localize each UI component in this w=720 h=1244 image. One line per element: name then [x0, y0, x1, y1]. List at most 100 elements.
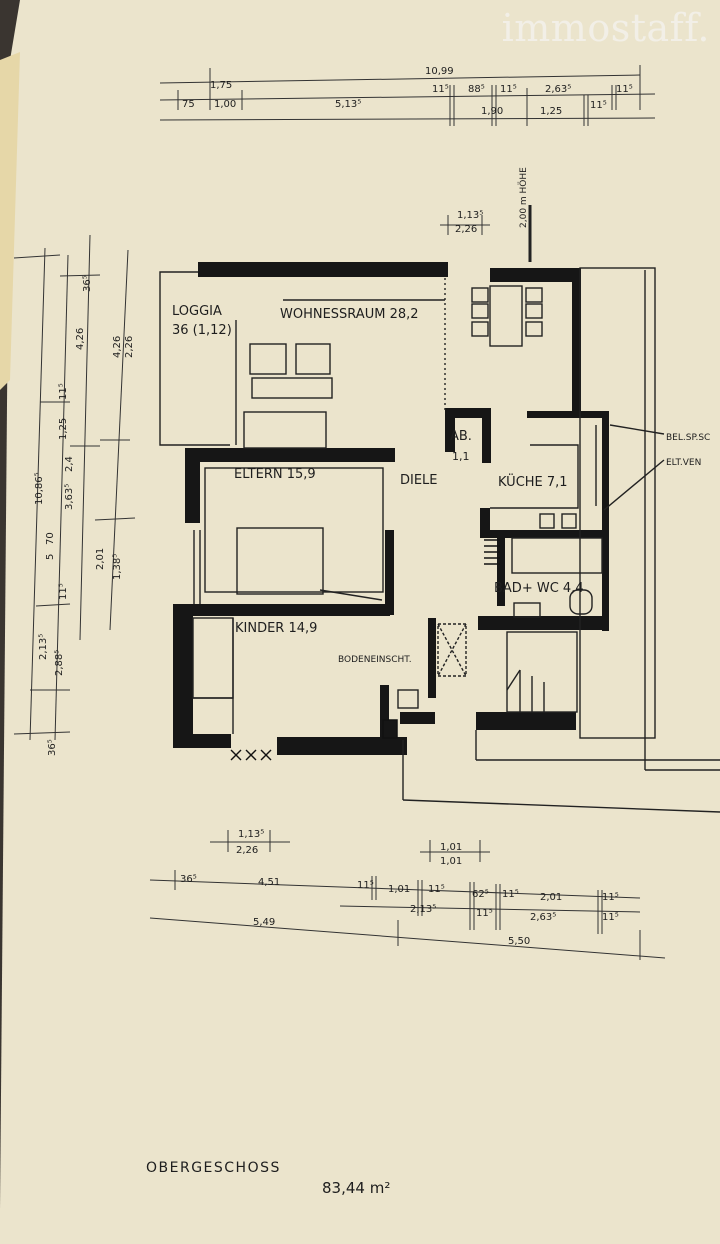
- wall-kitchen-left: [480, 508, 490, 538]
- dim-label: 2,26: [124, 336, 135, 358]
- dim-label: 1,25: [58, 418, 69, 440]
- dim-label: 2,01: [540, 892, 562, 903]
- wall-left-kinder: [173, 604, 193, 744]
- room-diele: DIELE: [400, 473, 438, 488]
- room-bad-wc: BAD+ WC 4,4: [494, 581, 584, 596]
- dim-label: 11⁵: [500, 84, 517, 95]
- dim-label: 2,13⁵: [410, 904, 436, 915]
- dim-label: 4,26: [112, 336, 123, 358]
- dim-label: 1,00: [214, 99, 236, 110]
- dim-label: 3,63⁵: [64, 484, 75, 510]
- dim-label: 1,01: [440, 856, 462, 867]
- wall-kinder-bottom-left: [173, 734, 231, 748]
- dim-label: 4,51: [258, 877, 280, 888]
- wall-left-eltern: [185, 448, 200, 523]
- dim-label: 36⁵: [180, 874, 197, 885]
- dim-label: 11⁵: [432, 84, 449, 95]
- label-bel-sp: BEL.SP.SC: [666, 433, 710, 443]
- dim-label: 1,75: [210, 80, 232, 91]
- room-kueche: KÜCHE 7,1: [498, 473, 568, 490]
- dim-label: 11⁵: [58, 383, 69, 400]
- wall-eltern-right: [385, 530, 394, 615]
- dim-label: 2,01: [95, 548, 106, 570]
- dim-label: 2,88⁵: [54, 650, 65, 676]
- dim-label: 1,13⁵: [457, 210, 483, 221]
- dim-label: 1,25: [540, 106, 562, 117]
- watermark-logo: immostaff.: [501, 6, 710, 50]
- dim-label: 5,13⁵: [335, 99, 361, 110]
- dim-label: 1,13⁵: [238, 829, 264, 840]
- wall-right-upper: [572, 268, 581, 413]
- wall-right-kitchen: [602, 411, 609, 631]
- wall-diele-right: [428, 618, 436, 698]
- dim-label: 4,26: [75, 328, 86, 350]
- left-dimensions: [13, 234, 136, 741]
- dim-label: 11⁵: [476, 908, 493, 919]
- dim-label: 62⁵: [472, 889, 489, 900]
- wall-stair-top: [400, 712, 435, 724]
- top-dimensions: [159, 65, 656, 235]
- dim-total-width: 10,99: [425, 66, 454, 77]
- wall-ab-right: [482, 408, 491, 463]
- dim-label: 2,4: [64, 456, 75, 472]
- outlines: [159, 267, 720, 813]
- dim-label: 11⁵: [428, 884, 445, 895]
- room-kinder: KINDER 14,9: [235, 621, 317, 636]
- window-marks: [230, 749, 272, 761]
- wall-ab-top: [445, 408, 491, 418]
- paper-edge: [0, 52, 20, 390]
- wall-eltern-top: [185, 448, 395, 462]
- room-ab-area: 1,1: [452, 450, 470, 463]
- wall-bath-top: [480, 530, 605, 538]
- dim-label: 11⁵: [616, 84, 633, 95]
- room-bodeneinstieg: BODENEINSCHT.: [338, 655, 412, 665]
- dim-label: 1,01: [388, 884, 410, 895]
- dim-label: 1,90: [481, 106, 503, 117]
- walls: [173, 262, 609, 755]
- wall-stair-bottom: [476, 712, 576, 730]
- stair-hatch: [382, 539, 500, 739]
- dim-label: 5: [45, 554, 56, 560]
- dim-label: 2,26: [455, 224, 477, 235]
- room-eltern: ELTERN 15,9: [234, 467, 316, 482]
- dim-label: 70: [45, 532, 56, 545]
- wall-ab-left: [445, 412, 455, 452]
- top-dim-text: 10,99 1,75 75 1,00 5,13⁵ 11⁵ 88⁵ 11⁵ 2,6…: [182, 66, 633, 235]
- dim-label: 36⁵: [47, 739, 58, 756]
- floor-name: OBERGESCHOSS: [146, 1160, 281, 1176]
- room-labels: LOGGIA 36 (1,12) WOHNESSRAUM 28,2 AB. 1,…: [172, 304, 710, 665]
- room-loggia-area: 36 (1,12): [172, 323, 232, 338]
- room-loggia-name: LOGGIA: [172, 304, 222, 319]
- dim-label: 88⁵: [468, 84, 485, 95]
- wall-bath-bottom: [478, 616, 608, 630]
- dim-label: 1,01: [440, 842, 462, 853]
- room-wohnessraum: WOHNESSRAUM 28,2: [280, 307, 419, 322]
- dim-label: 11⁵: [602, 892, 619, 903]
- dim-label: 11⁵: [58, 583, 69, 600]
- bottom-dim-text: 1,13⁵ 2,26 1,01 1,01 36⁵ 4,51 11⁵ 1,01 1…: [180, 829, 619, 947]
- dim-label: 2,26: [236, 845, 258, 856]
- plan-title: OBERGESCHOSS 83,44 m²: [146, 1160, 390, 1197]
- label-elt-ven: ELT.VEN: [666, 458, 701, 468]
- dim-label: 75: [182, 99, 195, 110]
- wall-eltern-bottom: [180, 604, 390, 616]
- wall-top-left: [198, 262, 448, 277]
- dim-label: 5,49: [253, 917, 275, 928]
- dim-label: 1,38⁵: [112, 554, 123, 580]
- wall-kitchen-top: [527, 411, 609, 418]
- dim-label: 5,50: [508, 936, 530, 947]
- dim-label: 2,13⁵: [38, 634, 49, 660]
- dim-label: 11⁵: [602, 912, 619, 923]
- wall-top-right: [490, 268, 580, 282]
- dim-label: 11⁵: [590, 100, 607, 111]
- floor-area: 83,44 m²: [322, 1179, 390, 1197]
- dim-label: 11⁵: [357, 880, 374, 891]
- wall-kinder-bottom-right: [277, 737, 407, 755]
- bottom-dimensions: [149, 830, 666, 960]
- wall-bath-left: [497, 536, 505, 606]
- dim-label: 2,63⁵: [530, 912, 556, 923]
- dim-label: 2,63⁵: [545, 84, 571, 95]
